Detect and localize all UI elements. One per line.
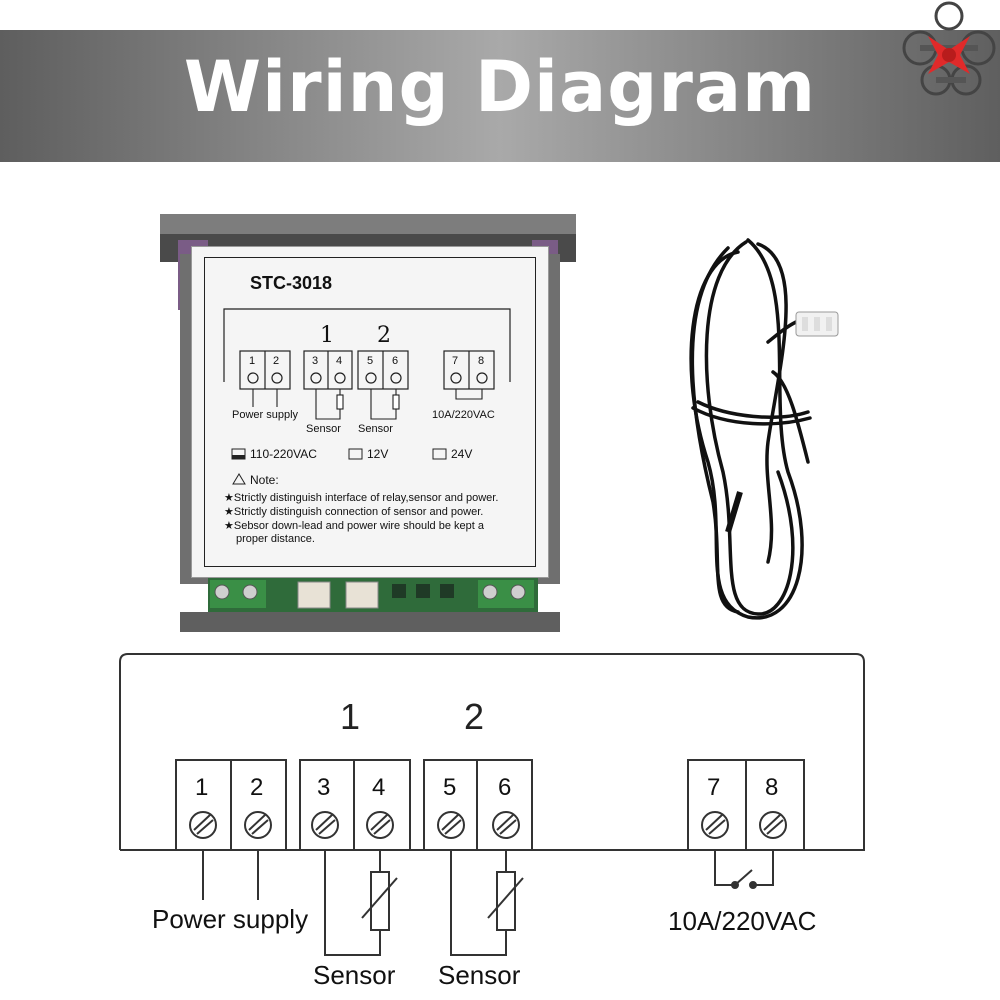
thermistor-1-icon [370,871,390,931]
label-sensor-2: Sensor [358,423,393,435]
note-line-3: ★Sebsor down-lead and power wire should … [224,520,484,532]
label-channel-2: 2 [377,323,391,348]
label-terminal-8: 8 [478,355,485,367]
label-terminal-5: 5 [367,355,374,367]
label-wiring-figure [223,308,511,485]
schematic-terminal-4: 4 [372,774,386,801]
note-line-4: proper distance. [236,533,315,545]
label-terminal-3: 3 [312,355,319,367]
schematic-terminal-6: 6 [498,774,512,801]
schematic-terminal-5: 5 [443,774,457,801]
screw-terminal-7 [701,811,729,839]
sensor-1-loop [324,850,381,956]
label-relay-rating: 10A/220VAC [432,409,495,421]
schematic-terminal-2: 2 [250,774,264,801]
schematic-terminal-1: 1 [195,774,209,801]
label-power-supply: Power supply [232,409,299,421]
screw-terminal-1 [189,811,217,839]
note-line-2: ★Strictly distinguish connection of sens… [224,506,484,518]
schematic-housing-outline [119,653,865,851]
schematic-sensor-2-label: Sensor [438,960,521,990]
schematic-terminal-3: 3 [317,774,331,801]
schematic-sensor-1-label: Sensor [313,960,396,990]
temperature-sensor-cable [689,238,839,620]
label-terminal-2: 2 [273,355,280,367]
schematic-channel-1: 1 [340,696,361,737]
schematic-channel-2: 2 [464,696,485,737]
voltage-option-110-220vac: 110-220VAC [250,447,317,461]
voltage-option-24v: 24V [451,447,473,461]
device-label-sticker: STC-3018 [191,246,549,578]
screw-terminal-5 [437,811,465,839]
note-line-1: ★Strictly distinguish interface of relay… [224,492,499,504]
note-title: Note: [250,473,279,487]
label-terminal-7: 7 [452,355,459,367]
banner-title: Wiring Diagram [183,46,817,128]
schematic-relay-label: 10A/220VAC [668,906,817,936]
label-sensor-1: Sensor [306,423,341,435]
screw-terminal-3 [311,811,339,839]
drone-logo [902,1,996,96]
label-border [204,257,536,567]
voltage-option-12v: 12V [367,447,389,461]
label-channel-1: 1 [320,323,334,348]
label-terminal-4: 4 [336,355,343,367]
screw-terminal-8 [759,811,787,839]
model-number: STC-3018 [250,273,333,293]
label-terminal-6: 6 [392,355,399,367]
schematic-power-supply-label: Power supply [152,904,309,934]
sensor-2-loop [450,850,507,956]
screw-terminal-4 [366,811,394,839]
schematic-terminal-7: 7 [707,774,721,801]
thermistor-2-icon [496,871,516,931]
screw-terminal-6 [492,811,520,839]
schematic-terminal-8: 8 [765,774,779,801]
label-terminal-1: 1 [249,355,256,367]
relay-contact-icon [714,850,774,886]
title-banner [0,30,1000,162]
screw-terminal-2 [244,811,272,839]
